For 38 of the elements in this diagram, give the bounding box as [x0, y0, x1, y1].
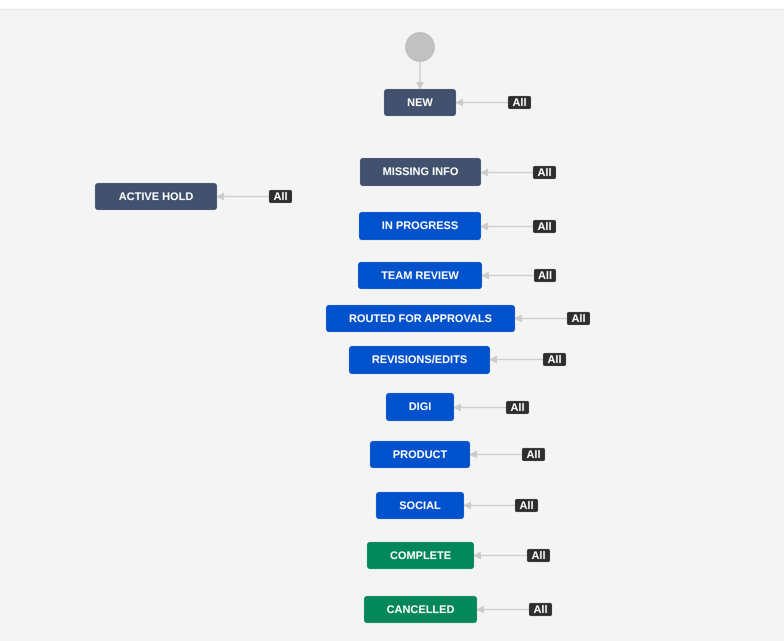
transition-badge: All	[567, 312, 590, 325]
status-box: COMPLETE	[367, 542, 474, 569]
transition-badge: All	[269, 190, 292, 203]
transition-badge: All	[506, 401, 529, 414]
arrow	[481, 272, 534, 280]
arrow	[473, 552, 527, 560]
status-box: CANCELLED	[364, 596, 477, 623]
transition-badge: All	[515, 499, 538, 512]
arrow	[453, 404, 506, 412]
status-box: ACTIVE HOLD	[95, 183, 217, 210]
transition-badge: All	[508, 96, 531, 109]
arrow	[463, 502, 515, 510]
arrow	[514, 314, 567, 322]
arrow	[476, 606, 529, 614]
transition-badge: All	[529, 603, 552, 616]
transition-badge: All	[527, 549, 550, 562]
transition-badge: All	[543, 353, 566, 366]
status-box: REVISIONS/EDITS	[349, 346, 490, 374]
transition-badge: All	[522, 448, 545, 461]
arrow	[455, 98, 508, 106]
transition-badge: All	[533, 220, 556, 233]
transition-badge: All	[533, 166, 556, 179]
arrow	[480, 222, 533, 230]
status-box: DIGI	[386, 393, 454, 421]
start-circle	[405, 32, 435, 62]
arrow	[416, 62, 424, 90]
status-box: TEAM REVIEW	[358, 262, 482, 289]
status-box: IN PROGRESS	[359, 212, 481, 240]
status-box: SOCIAL	[376, 492, 464, 519]
arrow	[469, 450, 522, 458]
arrow	[489, 356, 543, 364]
arrow	[216, 192, 269, 200]
status-box: PRODUCT	[370, 441, 470, 468]
arrow	[480, 168, 533, 176]
transition-badge: All	[534, 269, 556, 282]
status-box: ROUTED FOR APPROVALS	[326, 305, 515, 332]
status-box: NEW	[384, 89, 456, 116]
status-box: MISSING INFO	[360, 158, 481, 186]
